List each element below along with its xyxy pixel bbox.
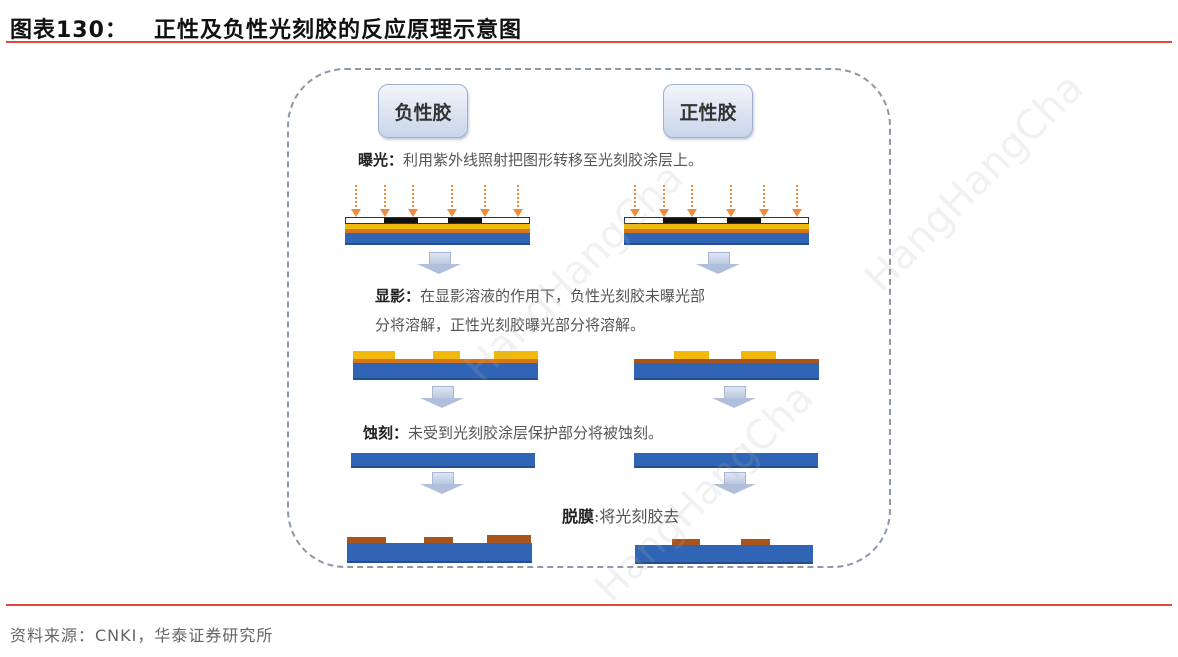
step-etching-desc: 未受到光刻胶涂层保护部分将被蚀刻。 (408, 424, 664, 442)
photoresist-remaining (741, 351, 776, 359)
step-etching: 蚀刻：未受到光刻胶涂层保护部分将被蚀刻。 (363, 419, 663, 448)
positive-resist-label: 正性胶 (679, 101, 737, 124)
negative-exposure-stack (345, 185, 530, 245)
negative-final-stack (347, 535, 532, 565)
step-stripping-desc: :将光刻胶去 (594, 507, 680, 526)
negative-resist-header: 负性胶 (378, 84, 468, 138)
uv-arrow-icon (659, 185, 669, 217)
photoresist-layer (624, 224, 809, 229)
step-exposure-desc: 利用紫外线照射把图形转移至光刻胶涂层上。 (403, 151, 704, 169)
substrate-layer (345, 233, 530, 245)
source-note: 资料来源：CNKI，华泰证券研究所 (10, 626, 274, 645)
step-etching-name: 蚀刻： (363, 424, 409, 442)
diagram-frame (287, 68, 891, 568)
step-development: 显影：在显影溶液的作用下，负性光刻胶未曝光部 分将溶解，正性光刻胶曝光部分将溶解… (375, 282, 825, 340)
process-down-arrow-icon (420, 472, 464, 494)
pattern-feature (347, 537, 386, 543)
positive-developed-stack (634, 351, 819, 381)
watermark: HangHangCha (855, 64, 1093, 302)
oxide-layer (624, 229, 809, 233)
step-stripping: 脱膜:将光刻胶去 (562, 502, 679, 531)
photomask (624, 217, 809, 224)
substrate-layer (347, 543, 532, 563)
process-down-arrow-icon (417, 252, 461, 274)
substrate-layer (624, 233, 809, 245)
positive-etched-substrate (634, 453, 818, 468)
process-down-arrow-icon (712, 472, 756, 494)
photomask (345, 217, 530, 224)
uv-arrow-icon (408, 185, 418, 217)
uv-arrow-icon (447, 185, 457, 217)
step-development-desc: 在显影溶液的作用下，负性光刻胶未曝光部 (420, 287, 706, 305)
step-development-name: 显影： (375, 287, 421, 305)
substrate-layer (634, 363, 819, 380)
step-exposure: 曝光：利用紫外线照射把图形转移至光刻胶涂层上。 (358, 146, 703, 175)
step-stripping-name: 脱膜 (562, 507, 595, 526)
uv-arrow-icon (380, 185, 390, 217)
figure-number: 图表130： (10, 18, 128, 43)
uv-arrow-icon (513, 185, 523, 217)
photoresist-layer (345, 224, 530, 229)
uv-arrow-icon (630, 185, 640, 217)
photoresist-remaining (353, 351, 395, 359)
footer-rule (6, 604, 1172, 606)
negative-resist-label: 负性胶 (394, 101, 452, 124)
photoresist-remaining (674, 351, 709, 359)
photoresist-remaining (494, 351, 538, 359)
substrate-layer (353, 363, 538, 380)
oxide-layer (634, 359, 819, 363)
title-rule (6, 41, 1172, 43)
figure-caption: 正性及负性光刻胶的反应原理示意图 (153, 18, 522, 43)
uv-arrow-icon (687, 185, 697, 217)
pattern-feature (487, 535, 531, 543)
pattern-feature (672, 539, 700, 545)
uv-arrow-icon (792, 185, 802, 217)
uv-arrow-icon (351, 185, 361, 217)
positive-final-stack (635, 537, 813, 565)
photoresist-remaining (433, 351, 460, 359)
uv-arrow-icon (726, 185, 736, 217)
pattern-feature (741, 539, 770, 545)
pattern-feature (424, 537, 453, 543)
positive-exposure-stack (624, 185, 809, 245)
negative-etched-substrate (351, 453, 535, 468)
step-exposure-name: 曝光： (358, 151, 404, 169)
oxide-layer (353, 359, 538, 363)
negative-developed-stack (353, 351, 538, 381)
positive-resist-header: 正性胶 (663, 84, 753, 138)
figure-title: 图表130： 正性及负性光刻胶的反应原理示意图 (10, 12, 522, 44)
process-down-arrow-icon (696, 252, 740, 274)
uv-arrow-icon (759, 185, 769, 217)
oxide-layer (345, 229, 530, 233)
process-down-arrow-icon (420, 386, 464, 408)
step-development-desc-line2: 分将溶解，正性光刻胶曝光部分将溶解。 (375, 316, 646, 334)
uv-arrow-icon (480, 185, 490, 217)
process-down-arrow-icon (712, 386, 756, 408)
substrate-layer (635, 545, 813, 564)
